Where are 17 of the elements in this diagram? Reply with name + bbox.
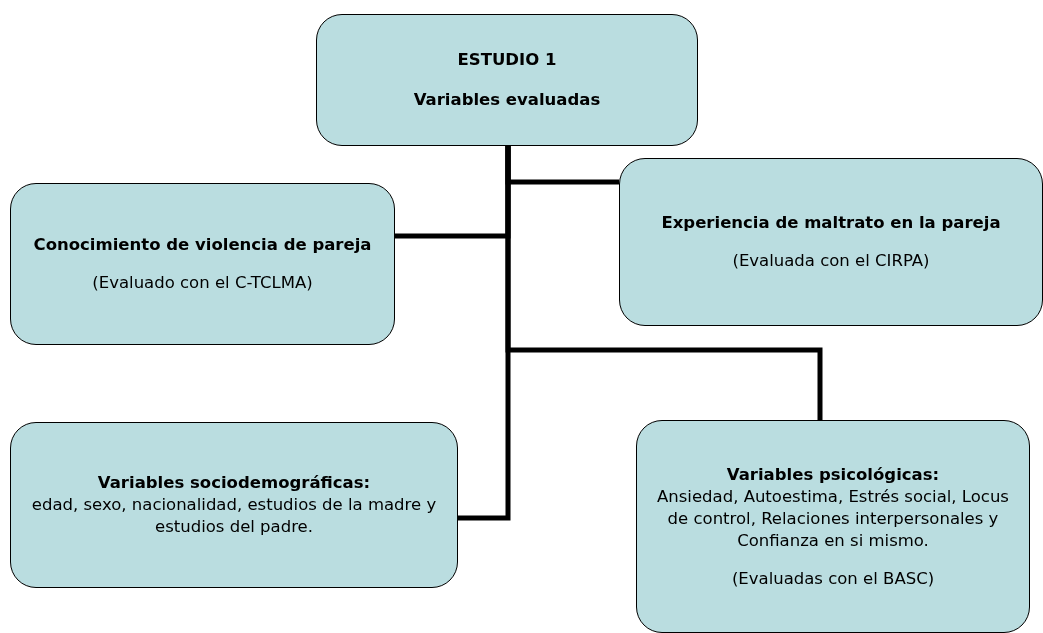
connector-line bbox=[458, 146, 511, 521]
title-box bbox=[316, 14, 698, 146]
box-text: Ansiedad, Autoestima, Estrés social, Locus de control, Relaciones interpersonales y Confianza en si mismo. bbox=[656, 485, 1010, 552]
variable-box bbox=[10, 183, 395, 345]
variable-box bbox=[10, 422, 458, 588]
variable-box bbox=[619, 158, 1043, 326]
box-text: Variables evaluadas bbox=[413, 89, 601, 111]
box-text: edad, sexo, nacionalidad, estudios de la madre y estudios del padre. bbox=[30, 494, 438, 538]
box-text: (Evaluado con el C-TCLMA) bbox=[92, 272, 313, 294]
box-heading: Variables sociodemográficas: bbox=[97, 472, 371, 494]
box-text: (Evaluada con el CIRPA) bbox=[732, 250, 930, 272]
box-heading: Variables psicológicas: bbox=[726, 463, 940, 486]
box-text: (Evaluadas con el BASC) bbox=[731, 567, 935, 590]
variable-box bbox=[636, 420, 1030, 633]
box-heading: Experiencia de maltrato en la pareja bbox=[661, 212, 1001, 234]
box-heading: Conocimiento de violencia de pareja bbox=[33, 234, 372, 256]
box-heading: ESTUDIO 1 bbox=[457, 49, 557, 71]
